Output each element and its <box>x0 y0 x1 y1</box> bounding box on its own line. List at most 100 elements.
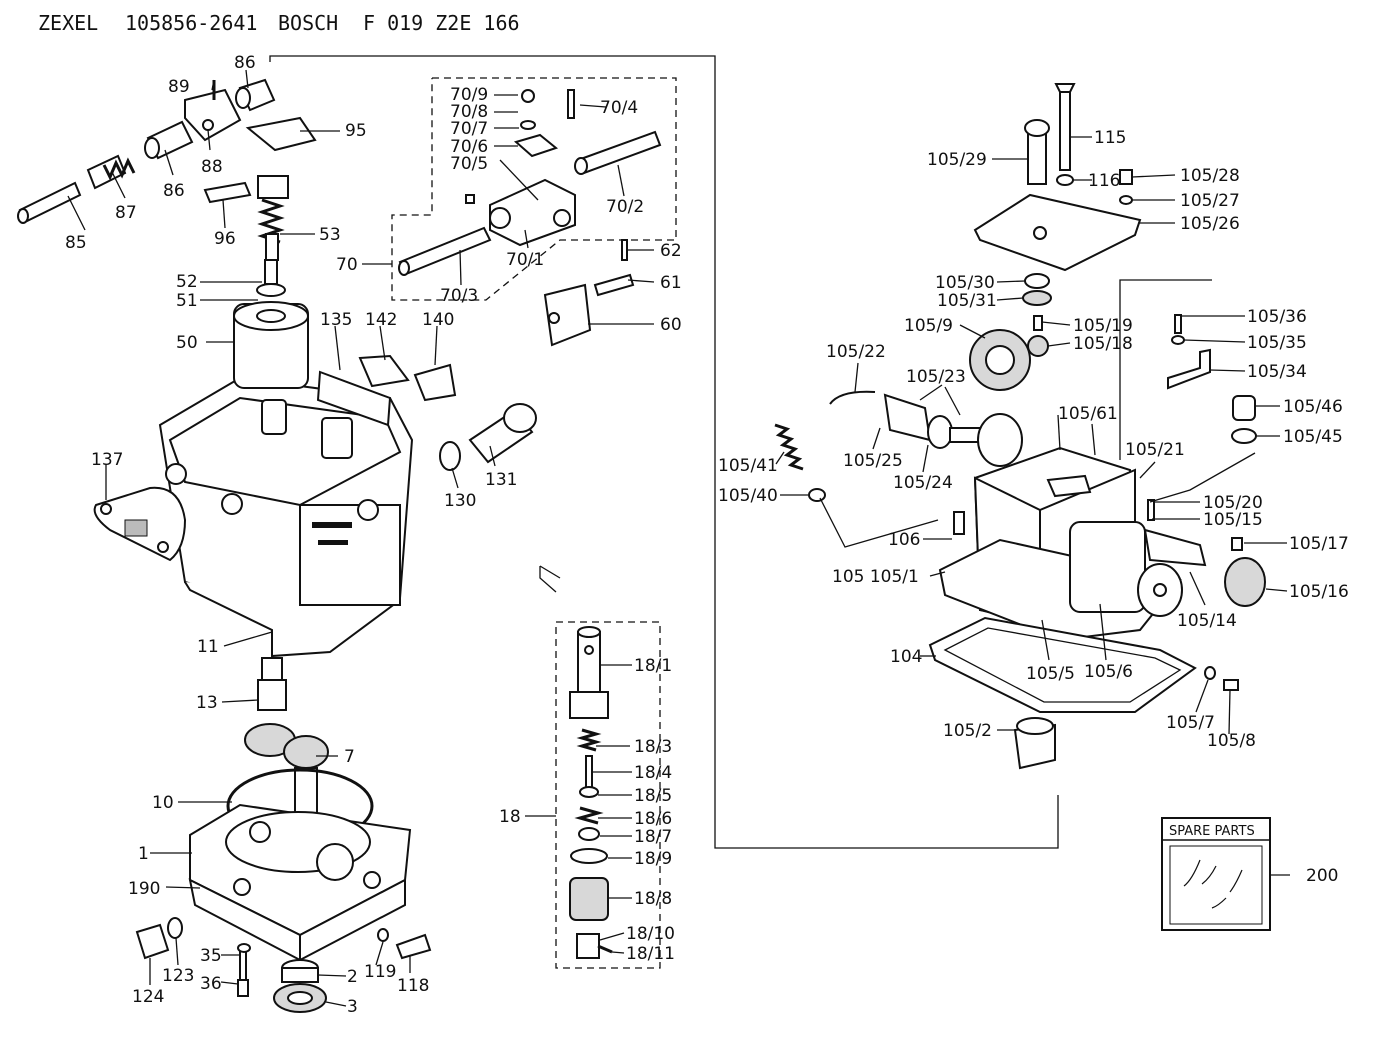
label-105-22: 105/22 <box>826 342 886 362</box>
label-116: 116 <box>1088 171 1120 191</box>
leader-lines <box>67 69 1290 1007</box>
label-61: 61 <box>660 273 682 293</box>
header-part-number: 105856-2641 <box>125 11 257 35</box>
label-60: 60 <box>660 315 682 335</box>
label-50: 50 <box>176 333 198 353</box>
label-105-6: 105/6 <box>1084 662 1133 682</box>
label-18: 18 <box>499 807 521 827</box>
label-190: 190 <box>128 879 160 899</box>
assembly-box-70 <box>391 77 677 301</box>
label-88: 88 <box>201 157 223 177</box>
label-52: 52 <box>176 272 198 292</box>
label-105-2: 105/2 <box>943 721 992 741</box>
label-18-9: 18/9 <box>634 849 672 869</box>
label-105-15: 105/15 <box>1203 510 1263 530</box>
actuator-stack <box>233 175 309 389</box>
label-62: 62 <box>660 241 682 261</box>
label-105-30: 105/30 <box>935 273 995 293</box>
label-105-41: 105/41 <box>718 456 778 476</box>
spare-parts-label: 200 <box>1306 866 1338 886</box>
label-18-10: 18/10 <box>626 924 675 944</box>
label-130: 130 <box>444 491 476 511</box>
label-11: 11 <box>197 637 219 657</box>
connection-line-18 <box>539 565 561 579</box>
governor-top-parts <box>774 83 1257 770</box>
label-105-40: 105/40 <box>718 486 778 506</box>
label-131: 131 <box>485 470 517 490</box>
header-brand2: BOSCH <box>278 11 338 35</box>
side-parts <box>358 354 537 471</box>
label-18-1: 18/1 <box>634 656 672 676</box>
label-70-2: 70/2 <box>606 197 644 217</box>
spare-parts-box: SPARE PARTS <box>1161 817 1271 931</box>
label-123: 123 <box>162 966 194 986</box>
label-70-3: 70/3 <box>440 286 478 306</box>
label-86b: 86 <box>163 181 185 201</box>
label-105-9: 105/9 <box>904 316 953 336</box>
label-7: 7 <box>344 747 355 767</box>
label-118: 118 <box>397 976 429 996</box>
lower-pump-parts <box>135 657 432 1013</box>
label-105-20: 105/20 <box>1203 493 1263 513</box>
label-142: 142 <box>365 310 397 330</box>
label-70-1: 70/1 <box>506 250 544 270</box>
label-18-6: 18/6 <box>634 809 672 829</box>
label-13: 13 <box>196 693 218 713</box>
valve-parts <box>569 626 613 959</box>
label-105-16: 105/16 <box>1289 582 1349 602</box>
cover-plate <box>93 486 187 562</box>
label-105-29: 105/29 <box>927 150 987 170</box>
header-bosch-number: F 019 Z2E 166 <box>363 11 520 35</box>
label-105-5: 105/5 <box>1026 664 1075 684</box>
label-140: 140 <box>422 310 454 330</box>
label-105-7: 105/7 <box>1166 713 1215 733</box>
label-18-7: 18/7 <box>634 827 672 847</box>
label-35: 35 <box>200 946 222 966</box>
label-105-25: 105/25 <box>843 451 903 471</box>
label-70-7: 70/7 <box>450 119 488 139</box>
label-1: 1 <box>138 844 149 864</box>
label-105-26: 105/26 <box>1180 214 1240 234</box>
label-70-5: 70/5 <box>450 154 488 174</box>
label-10: 10 <box>152 793 174 813</box>
label-105-105-1: 105 105/1 <box>832 567 919 587</box>
label-85: 85 <box>65 233 87 253</box>
label-105-8: 105/8 <box>1207 731 1256 751</box>
spare-parts-title: SPARE PARTS <box>1169 824 1255 839</box>
label-70-4: 70/4 <box>600 98 638 118</box>
label-70-9: 70/9 <box>450 85 488 105</box>
label-105-18: 105/18 <box>1073 334 1133 354</box>
label-18-4: 18/4 <box>634 763 672 783</box>
label-18-5: 18/5 <box>634 786 672 806</box>
label-36: 36 <box>200 974 222 994</box>
label-105-14: 105/14 <box>1177 611 1237 631</box>
label-51: 51 <box>176 291 198 311</box>
label-105-61: 105/61 <box>1058 404 1118 424</box>
connection-line-18b <box>539 566 557 593</box>
label-105-27: 105/27 <box>1180 191 1240 211</box>
label-105-34: 105/34 <box>1247 362 1307 382</box>
header-brand1: ZEXEL <box>38 11 98 35</box>
governor-housing <box>938 446 1266 642</box>
label-119: 119 <box>364 962 396 982</box>
label-105-46: 105/46 <box>1283 397 1343 417</box>
label-105-31: 105/31 <box>937 291 997 311</box>
label-18-3: 18/3 <box>634 737 672 757</box>
label-105-17: 105/17 <box>1289 534 1349 554</box>
label-70: 70 <box>336 255 358 275</box>
label-2: 2 <box>347 967 358 987</box>
label-115: 115 <box>1094 128 1126 148</box>
label-105-28: 105/28 <box>1180 166 1240 186</box>
label-105-24: 105/24 <box>893 473 953 493</box>
lever-assembly-parts <box>398 89 662 347</box>
connection-line <box>269 55 1059 849</box>
label-53: 53 <box>319 225 341 245</box>
label-86a: 86 <box>234 53 256 73</box>
label-70-8: 70/8 <box>450 102 488 122</box>
label-105-19: 105/19 <box>1073 316 1133 336</box>
label-95: 95 <box>345 121 367 141</box>
gasket <box>928 616 1197 713</box>
label-105-21: 105/21 <box>1125 440 1185 460</box>
label-87: 87 <box>115 203 137 223</box>
